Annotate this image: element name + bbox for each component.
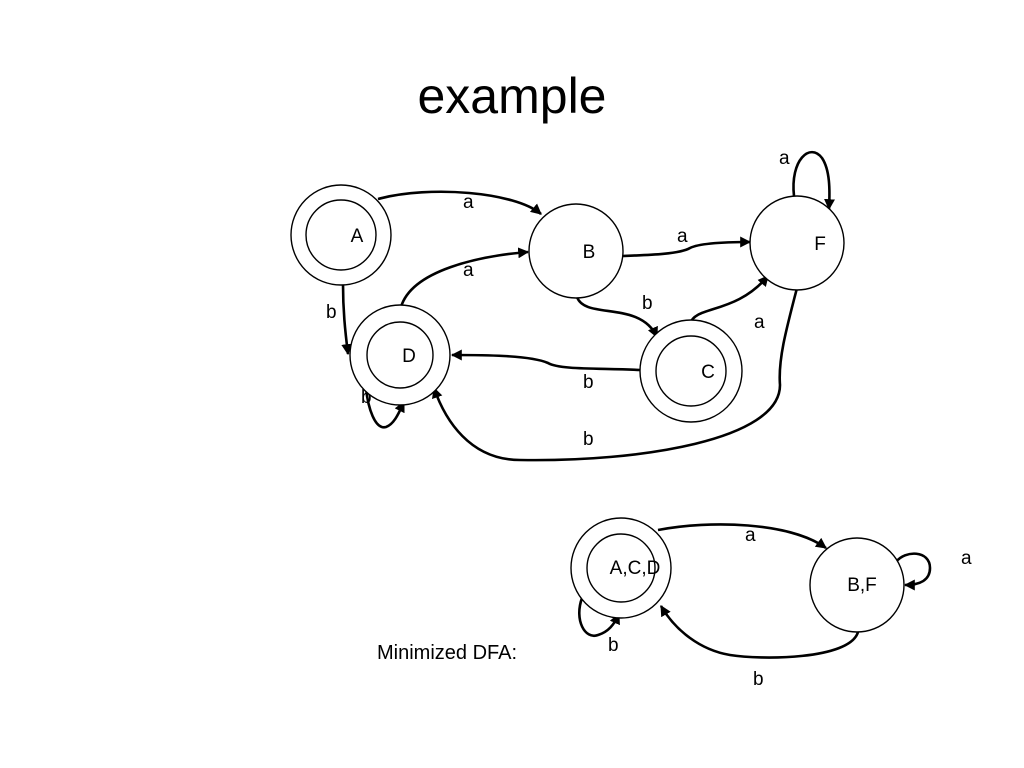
edge-label-D-D: b xyxy=(361,387,372,408)
state-D: D xyxy=(349,304,451,406)
edge-C-F-a xyxy=(688,275,769,325)
state-A: A xyxy=(290,184,392,286)
edge-F-D-b xyxy=(432,287,799,462)
min-edge-label-ACD-BF: a xyxy=(745,525,756,546)
state-F: F xyxy=(749,195,845,291)
edge-A-D-b xyxy=(341,283,353,356)
state-label-C: C xyxy=(701,362,715,383)
edge-B-F-a xyxy=(622,236,752,258)
minimized-dfa-caption: Minimized DFA: xyxy=(377,642,518,664)
edge-label-C-F: a xyxy=(754,312,765,333)
min-edge-label-BF-ACD: b xyxy=(753,669,764,690)
edge-label-F-D: b xyxy=(583,429,594,450)
edge-label-D-B: a xyxy=(463,260,474,281)
edge-D-D-b xyxy=(364,387,406,429)
slide-title: example xyxy=(417,68,607,124)
min-edge-label-BF-BF: a xyxy=(961,548,972,569)
edge-F-F-a xyxy=(792,151,835,211)
min-state-BF: B,F xyxy=(809,537,905,633)
state-label-D: D xyxy=(402,346,416,367)
state-B: B xyxy=(528,203,624,299)
min-edge-BF-BF-a xyxy=(894,552,932,591)
edge-D-B-a xyxy=(399,247,530,308)
min-edge-BF-ACD-b xyxy=(659,605,860,659)
edge-label-A-D: b xyxy=(326,302,337,323)
min-state-label-BF: B,F xyxy=(847,575,877,596)
edge-label-B-F: a xyxy=(677,226,688,247)
state-label-B: B xyxy=(583,242,596,263)
edge-C-D-b xyxy=(450,349,641,372)
min-edge-ACD-ACD-b xyxy=(578,597,621,638)
edge-label-A-B: a xyxy=(463,192,474,213)
min-edge-label-ACD-ACD: b xyxy=(608,635,619,656)
edge-label-B-C: b xyxy=(642,293,653,314)
state-C: C xyxy=(639,319,743,423)
state-label-F: F xyxy=(814,234,826,255)
edge-A-B-a xyxy=(377,190,542,216)
edge-label-F-F: a xyxy=(779,148,790,169)
edge-label-C-D: b xyxy=(583,372,594,393)
state-label-A: A xyxy=(351,226,364,247)
min-state-label-ACD: A,C,D xyxy=(610,558,661,579)
min-edge-ACD-BF-a xyxy=(657,523,827,550)
min-state-ACD: A,C,D xyxy=(570,517,672,619)
edge-B-C-b xyxy=(575,296,659,338)
